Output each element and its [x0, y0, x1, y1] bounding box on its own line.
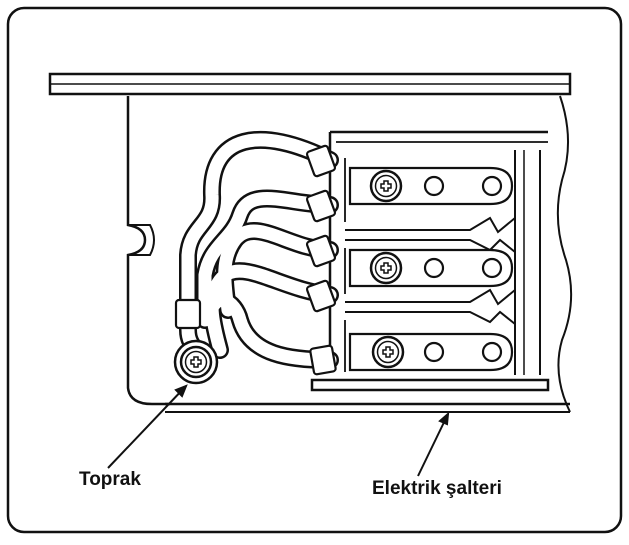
- terminal-row-1: [348, 166, 514, 206]
- power-switch-label: Elektrik şalteri: [372, 478, 502, 499]
- wire-sleeves: [174, 144, 337, 376]
- switch-block: [310, 130, 550, 392]
- terminal-row-2: [348, 248, 514, 288]
- housing: [126, 95, 573, 413]
- leader-lines: [107, 384, 450, 477]
- figure-frame: [6, 6, 623, 534]
- terminal-row-3: [348, 332, 514, 372]
- ground-label: Toprak: [79, 469, 141, 490]
- wires: [179, 130, 339, 369]
- ground-screw: [173, 339, 219, 385]
- top-rail: [48, 72, 572, 96]
